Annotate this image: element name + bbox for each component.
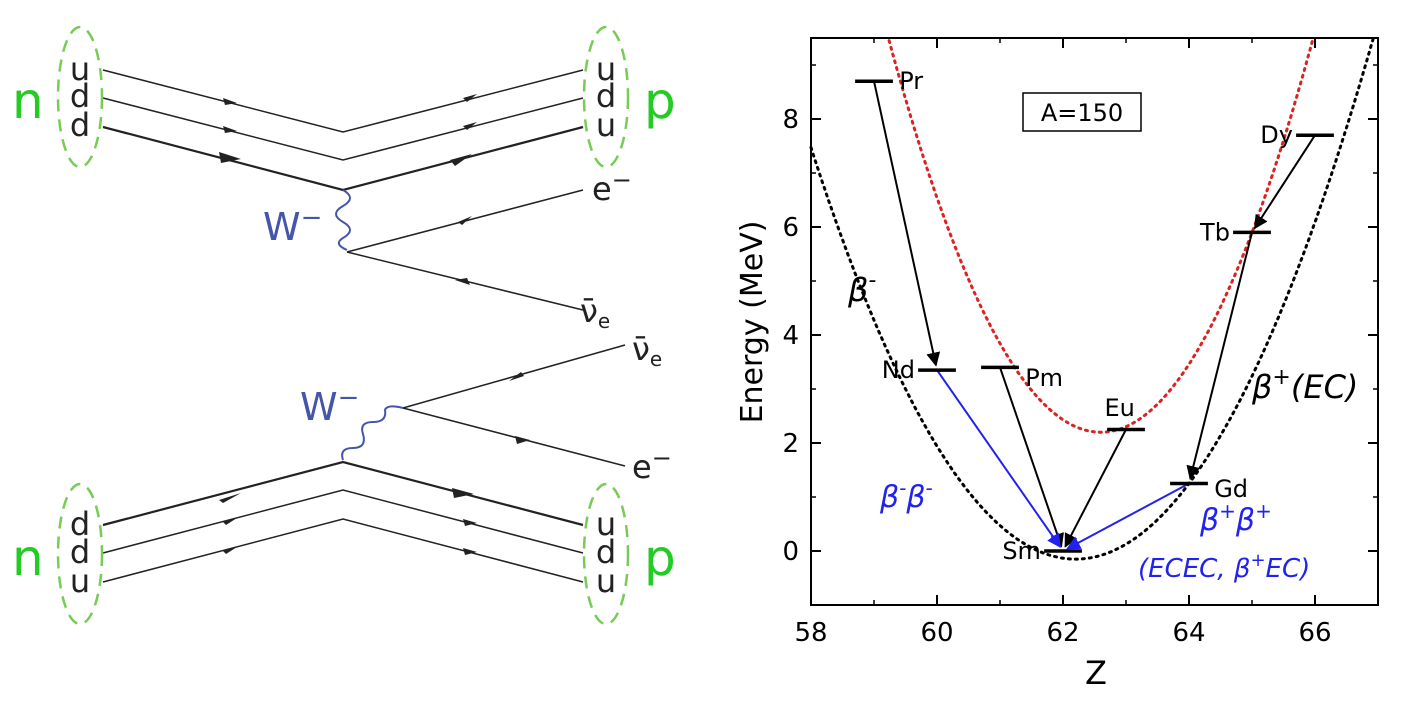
antineutrino-label: ν̄e — [632, 330, 662, 371]
quark-label: d — [70, 505, 90, 543]
level-label-pr: Pr — [899, 67, 923, 95]
proton-label: p — [644, 72, 676, 130]
level-label-nd: Nd — [882, 356, 915, 384]
lepton-arrow — [509, 372, 524, 381]
level-label-eu: Eu — [1105, 394, 1135, 422]
proton-label: p — [644, 529, 676, 587]
odd-odd-parabola — [887, 39, 1314, 434]
w-boson-line — [341, 405, 404, 461]
double-beta-plus-label: β+β+ — [1199, 499, 1272, 538]
quark-line-top-3 — [102, 125, 584, 192]
level-label-dy: Dy — [1260, 121, 1293, 149]
decay-arrow-dy-tb — [1253, 134, 1316, 230]
quark-line-bottom-3 — [102, 518, 584, 583]
annotation-box — [1022, 92, 1142, 132]
quark-label: d — [70, 106, 90, 144]
double-beta-minus-label: β-β- — [879, 476, 933, 515]
lepton-arrow — [515, 436, 530, 444]
level-label-tb: Tb — [1199, 218, 1230, 246]
quark-label: d — [70, 77, 90, 115]
beta-plus-label: β+(EC) — [1251, 365, 1358, 406]
quark-arrow — [223, 126, 237, 133]
antineutrino-line — [402, 344, 626, 409]
quark-label: d — [70, 533, 90, 571]
w-boson-line — [335, 189, 351, 251]
decay-arrows — [873, 80, 1316, 550]
quark-arrow — [219, 152, 241, 163]
quark-label: u — [70, 50, 90, 88]
electron-label: e− — [632, 444, 672, 486]
quark-line-top-2 — [102, 97, 584, 161]
y-tick-label: 2 — [782, 429, 799, 459]
x-tick-label: 60 — [920, 618, 953, 648]
quark-arrow — [463, 122, 477, 130]
level-label-gd: Gd — [1214, 475, 1248, 503]
quark-arrow — [450, 154, 472, 166]
quark-arrow — [463, 519, 477, 526]
neutron-ellipse — [56, 482, 104, 626]
double-decay-arrow-nd-sm — [936, 369, 1061, 549]
even-even-parabola — [809, 37, 1375, 561]
electron-line — [402, 407, 626, 467]
quark-label: u — [70, 562, 90, 600]
quark-label: d — [596, 77, 616, 115]
y-tick-label: 8 — [782, 105, 799, 135]
decay-arrow-tb-gd — [1186, 232, 1253, 481]
y-tick-label: 0 — [782, 537, 799, 567]
quark-label: u — [596, 106, 616, 144]
level-label-pm: Pm — [1025, 364, 1063, 392]
quark-line-top-1 — [102, 69, 584, 133]
parabola-curves — [809, 37, 1375, 561]
quark-label: d — [596, 533, 616, 571]
quark-line-bottom-1 — [102, 460, 584, 527]
x-tick-label: 64 — [1172, 618, 1205, 648]
neutron-label: n — [12, 529, 44, 587]
axis-ticks: 58 60 62 64 66 0 2 4 6 8 — [782, 38, 1378, 648]
x-tick-label: 62 — [1046, 618, 1079, 648]
annotation-text: A=150 — [1041, 99, 1123, 127]
y-tick-label: 4 — [782, 321, 799, 351]
w-boson-label: W− — [300, 383, 359, 429]
double-decay-arrow-gd-sm — [1066, 482, 1190, 550]
decay-arrow-eu-sm — [1064, 429, 1127, 548]
quark-label: u — [596, 562, 616, 600]
neutron-ellipse — [56, 25, 104, 169]
antineutrino-label: ν̄e — [580, 292, 610, 333]
double-beta-plus-modes-label: (ECEC, β+EC) — [1138, 550, 1310, 584]
proton-ellipse — [582, 482, 630, 626]
plot-frame — [810, 37, 1379, 606]
feynman-diagrams: n p u d d u d u W− e− ν̄e — [12, 25, 676, 626]
quark-arrow — [463, 94, 477, 102]
quark-label: u — [596, 50, 616, 88]
x-axis-label: Z — [1085, 654, 1107, 692]
beta-minus-label: β- — [847, 268, 876, 309]
x-tick-label: 66 — [1298, 618, 1331, 648]
quark-arrow — [452, 488, 474, 498]
neutron-label: n — [12, 72, 44, 130]
decay-arrow-pr-nd — [873, 80, 941, 367]
quark-line-bottom-2 — [102, 489, 584, 554]
lepton-arrow — [458, 216, 472, 225]
quark-arrow — [219, 493, 241, 503]
y-tick-label: 6 — [782, 213, 799, 243]
feynman-bottom-diagram: n p d d u u d u W− ν̄e e− — [12, 330, 676, 626]
quark-arrow — [223, 98, 237, 105]
proton-ellipse — [582, 25, 630, 169]
y-axis-label: Energy (MeV) — [735, 221, 770, 424]
quark-arrow — [223, 547, 237, 554]
electron-label: e− — [592, 166, 632, 208]
w-boson-label: W− — [263, 203, 322, 249]
feynman-top-diagram: n p u d d u d u W− e− ν̄e — [12, 25, 676, 333]
lepton-arrow — [455, 278, 470, 285]
quark-label: u — [596, 505, 616, 543]
quark-arrow — [463, 548, 477, 555]
quark-arrow — [223, 518, 237, 525]
level-label-sm: Sm — [1002, 537, 1041, 565]
x-tick-label: 58 — [794, 618, 827, 648]
decay-arrow-pm-sm — [999, 367, 1064, 548]
